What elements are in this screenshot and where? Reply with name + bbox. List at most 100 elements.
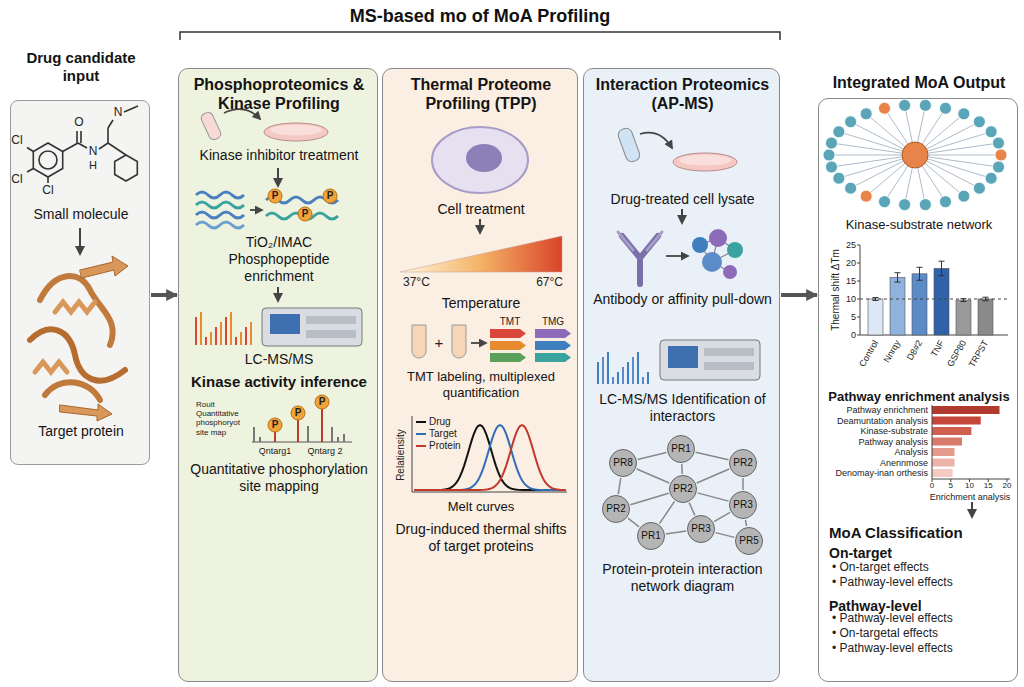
pulled-down-proteins bbox=[692, 229, 743, 279]
kinase-network bbox=[958, 108, 970, 120]
annotation-label: Relatiensity bbox=[395, 429, 407, 481]
kinase-network bbox=[915, 155, 979, 188]
step-caption: LC-MS/MS Identification of interactors bbox=[589, 391, 776, 425]
interaction-line bbox=[681, 464, 683, 474]
flow-arrow bbox=[151, 293, 177, 297]
small-molecule bbox=[78, 143, 87, 148]
annotation-label: • On-target effects bbox=[832, 561, 929, 575]
step-caption: Quantitative phosphorylation site mappin… bbox=[184, 461, 374, 495]
spectrum-peaks bbox=[235, 337, 237, 345]
kinase-network bbox=[825, 137, 837, 149]
protein-node: PR3 bbox=[687, 515, 715, 543]
annotation-label: TMT bbox=[500, 316, 521, 328]
phosphosite-chart bbox=[307, 426, 309, 442]
thermal-shift-chart bbox=[857, 299, 860, 300]
legend-sample bbox=[416, 421, 426, 423]
annotation-label: Cl bbox=[11, 173, 22, 187]
lysate-illustration bbox=[673, 153, 737, 171]
kinase-network bbox=[845, 116, 857, 128]
spectrum-peaks bbox=[617, 372, 619, 384]
annotation-label: Analysis bbox=[894, 447, 928, 457]
interaction-line bbox=[716, 533, 735, 538]
annotation-label: • Pathway-level effects bbox=[832, 642, 953, 656]
spectrum-peaks bbox=[637, 352, 639, 384]
flow-arrow bbox=[277, 287, 279, 301]
melt-curves bbox=[414, 425, 566, 490]
panel-heading: Phosphoproteomics & Kinase Profiling bbox=[184, 75, 374, 113]
annotation-label: P bbox=[327, 190, 334, 202]
spectrum-peaks bbox=[240, 332, 242, 345]
annotation-label: P bbox=[319, 396, 326, 408]
phosphosite-chart bbox=[331, 427, 333, 442]
annotation-label: 20 bbox=[846, 258, 856, 268]
cell bbox=[466, 144, 502, 172]
mass-spectrometer bbox=[262, 308, 362, 346]
kinase-network bbox=[885, 155, 915, 202]
spectrum-peaks bbox=[215, 327, 217, 345]
temperature-gradient bbox=[400, 236, 562, 272]
step-caption: Temperature bbox=[388, 295, 574, 312]
small-molecule bbox=[115, 155, 138, 181]
legend-text: Target bbox=[429, 428, 457, 440]
phosphosite-chart bbox=[274, 432, 276, 442]
step-caption: Cell treatment bbox=[388, 201, 574, 218]
protein-node: PR3 bbox=[729, 491, 757, 519]
legend-sample bbox=[416, 433, 426, 435]
kinase-network bbox=[866, 114, 915, 155]
treatment-illustration bbox=[264, 123, 328, 141]
annotation-label: P bbox=[302, 208, 309, 220]
enrichment-chart bbox=[932, 438, 962, 446]
protein-structure bbox=[30, 256, 128, 421]
mass-spectrometer bbox=[660, 340, 760, 380]
annotation-label: • On-targetal effects bbox=[832, 627, 938, 641]
phosphosite-chart bbox=[297, 420, 299, 442]
step-caption: Drug-induced thermal shifts of target pr… bbox=[388, 521, 574, 555]
annotation-label: Enrichment analysis bbox=[930, 492, 1011, 502]
interaction-line bbox=[630, 493, 668, 504]
annotation-label: Denomay-inan orthesis bbox=[835, 468, 928, 478]
panel-heading: Thermal Proteome Profiling (TPP) bbox=[388, 75, 574, 113]
protein-structure bbox=[45, 382, 100, 400]
node-label: PR2 bbox=[603, 503, 629, 515]
step-caption: Kinase inhibitor treatment bbox=[184, 147, 374, 164]
interaction-line bbox=[689, 503, 695, 516]
enrichment-chart bbox=[932, 427, 971, 435]
spectrum-peaks bbox=[195, 317, 197, 345]
enrichment-chart bbox=[932, 448, 955, 456]
melt-plot-axes bbox=[412, 416, 567, 492]
kinase-network bbox=[879, 196, 891, 208]
spectrum-peaks bbox=[225, 317, 227, 345]
kinase-network bbox=[973, 182, 985, 194]
annotation-label: Pathway enrichment bbox=[846, 405, 928, 415]
kinase-network bbox=[825, 161, 837, 173]
spectrum-peaks bbox=[622, 367, 624, 384]
interaction-line bbox=[628, 518, 639, 527]
spectrum-peaks bbox=[205, 337, 207, 345]
spectrum-peaks bbox=[602, 357, 604, 384]
treatment-illustration bbox=[224, 109, 260, 119]
kinase-network bbox=[902, 142, 928, 168]
phospho-marker bbox=[268, 189, 337, 221]
node-label: PR1 bbox=[638, 530, 664, 542]
phospho-marker bbox=[268, 189, 282, 203]
protein-node: PR2 bbox=[602, 495, 630, 523]
phosphosite-chart bbox=[254, 395, 344, 442]
cell bbox=[432, 127, 528, 193]
interaction-line bbox=[666, 531, 686, 534]
protein-structure bbox=[35, 362, 67, 372]
spectrum-peaks bbox=[607, 352, 609, 384]
kinase-network bbox=[851, 155, 915, 188]
melt-curves bbox=[414, 425, 566, 490]
peptides bbox=[196, 202, 244, 208]
kinase-network bbox=[823, 99, 1007, 210]
annotation-label: 0 bbox=[930, 481, 934, 490]
protein-structure bbox=[55, 302, 95, 312]
kinase-network bbox=[899, 199, 911, 211]
annotation-label: Anennmose bbox=[880, 457, 928, 467]
flow-arrow bbox=[471, 342, 486, 344]
spectrum-peaks bbox=[597, 362, 599, 384]
tmt-tags bbox=[535, 341, 571, 350]
kinase-network bbox=[985, 126, 997, 138]
annotation-label: N bbox=[89, 145, 98, 159]
phospho-marker bbox=[298, 207, 312, 221]
